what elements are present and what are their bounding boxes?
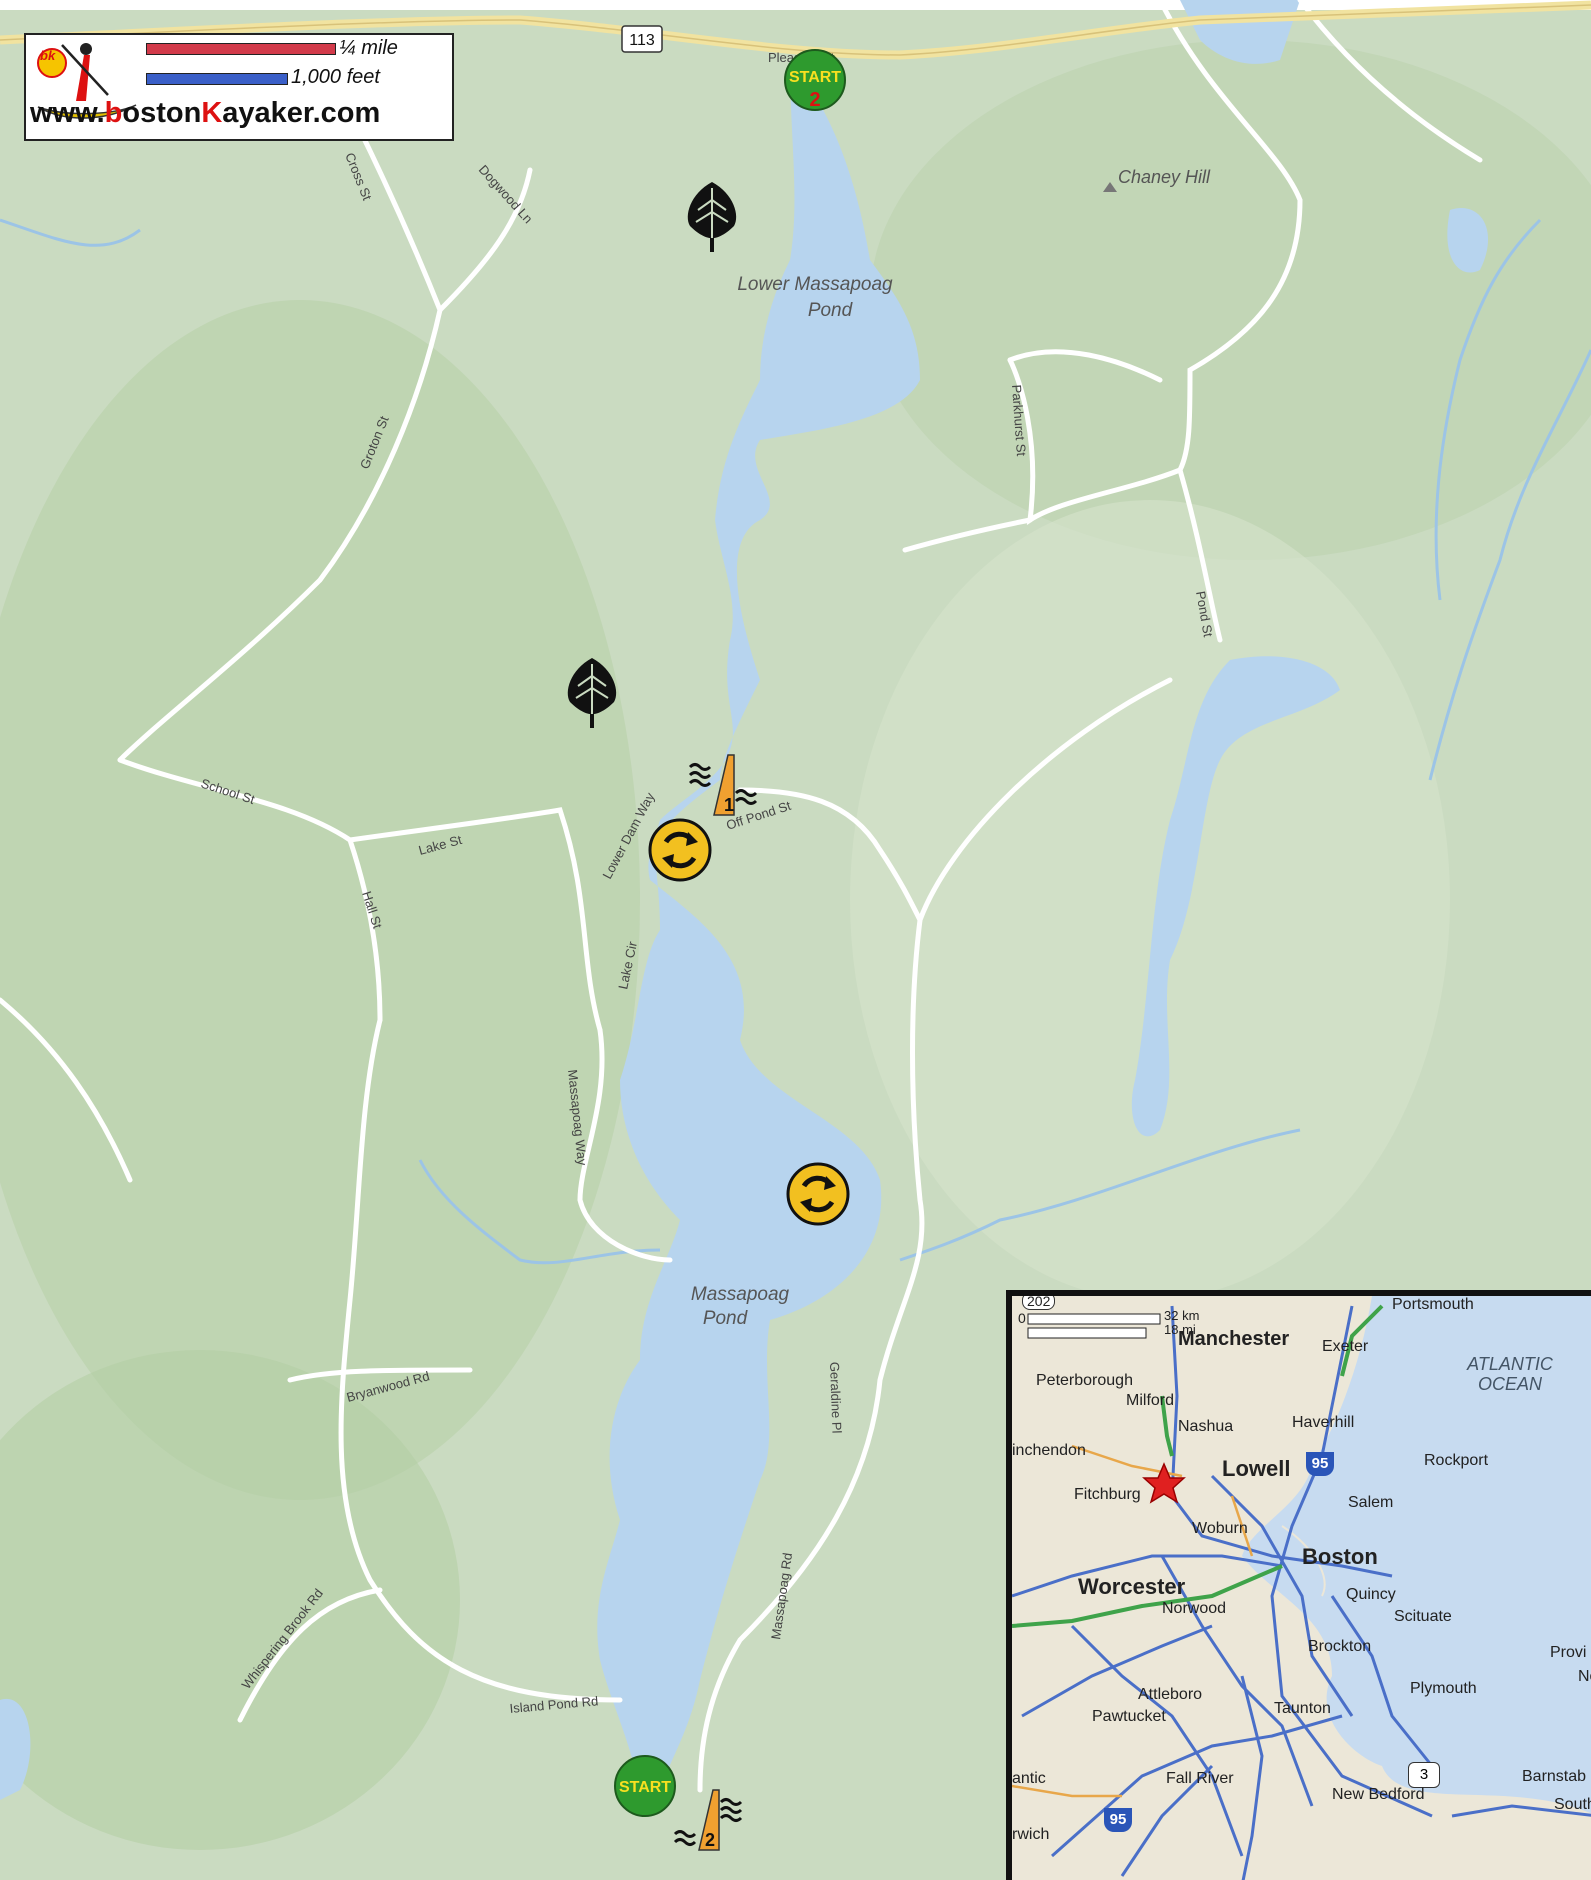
inset-city-exeter: Exeter: [1322, 1338, 1369, 1355]
inset-map[interactable]: 0 32 km 18 mi 202 Portsmouth Manchester …: [1006, 1290, 1591, 1880]
inset-city-worcester: Worcester: [1078, 1574, 1186, 1599]
road-label-parkhurst: Parkhurst St: [1009, 384, 1029, 457]
inset-city-woburn: Woburn: [1192, 1520, 1248, 1537]
inset-city-milford: Milford: [1126, 1392, 1175, 1409]
inset-city-antic: antic: [1012, 1770, 1046, 1787]
inset-city-lowell: Lowell: [1222, 1456, 1291, 1481]
inset-city-boston: Boston: [1302, 1544, 1378, 1569]
inset-city-peterborough: Peterborough: [1036, 1372, 1133, 1389]
inset-city-quincy: Quincy: [1346, 1586, 1396, 1603]
logo-text: bk: [40, 48, 56, 63]
inset-ocean-label: ATLANTIC OCEAN: [1467, 1354, 1553, 1394]
inset-city-no: No: [1578, 1668, 1591, 1685]
inset-city-fall-river: Fall River: [1166, 1770, 1234, 1787]
tree-icon[interactable]: [687, 182, 737, 252]
svg-text:START: START: [789, 69, 841, 86]
inset-city-norwood: Norwood: [1162, 1600, 1227, 1617]
inset-city-haverhill: Haverhill: [1292, 1414, 1355, 1431]
svg-text:113: 113: [629, 32, 655, 49]
inset-scale-zero: 0: [1018, 1310, 1026, 1326]
inset-city-pawtucket: Pawtucket: [1092, 1708, 1166, 1725]
rotation-icon[interactable]: [648, 818, 712, 882]
inset-city-fitchburg: Fitchburg: [1074, 1486, 1141, 1503]
hill-label: Chaney Hill: [1118, 167, 1211, 187]
inset-city-nashua: Nashua: [1178, 1418, 1234, 1435]
inset-route-95-top: 95: [1306, 1452, 1334, 1476]
rotation-icon[interactable]: [786, 1162, 850, 1226]
inset-city-winchendon: inchendon: [1012, 1442, 1086, 1459]
scale-bar-mile: [146, 43, 336, 55]
kayaker-logo: [37, 43, 137, 119]
inset-city-scituate: Scituate: [1394, 1608, 1452, 1625]
svg-text:2: 2: [809, 89, 820, 111]
inset-route-95-bottom: 95: [1104, 1808, 1132, 1832]
svg-text:1: 1: [724, 795, 734, 815]
inset-city-portsmouth: Portsmouth: [1392, 1296, 1474, 1313]
scale-label-feet: 1,000 feet: [291, 66, 380, 88]
scale-legend: bk ¼ mile 1,000 feet www.bostonKayaker.c…: [24, 33, 454, 141]
start-marker-2[interactable]: START 2: [784, 49, 846, 111]
inset-city-rockport: Rockport: [1424, 1452, 1489, 1469]
streams: [0, 218, 1591, 1265]
inset-city-salem: Salem: [1348, 1494, 1394, 1511]
scale-bar-feet: [146, 73, 288, 85]
water-label-massapoag: Massapoag: [691, 1284, 790, 1305]
inset-city-attleboro: Attleboro: [1138, 1686, 1203, 1703]
inset-scale-km: 32 km: [1164, 1308, 1200, 1323]
location-star-icon: [1142, 1462, 1186, 1504]
tree-icon[interactable]: [567, 658, 617, 728]
inset-city-taunton: Taunton: [1274, 1700, 1331, 1717]
inset-city-south: South: [1554, 1796, 1591, 1813]
inset-canvas: [1012, 1296, 1591, 1880]
inset-city-plymouth: Plymouth: [1410, 1680, 1477, 1697]
svg-text:START: START: [619, 1779, 671, 1796]
peak-icon: [1103, 182, 1117, 192]
inset-city-barnstable: Barnstab: [1522, 1768, 1587, 1785]
inset-city-manchester: Manchester: [1178, 1328, 1290, 1350]
website-url[interactable]: www.bostonKayaker.com: [30, 97, 381, 129]
start-marker-1[interactable]: START: [614, 1755, 676, 1817]
water-label-lower-pond: Pond: [808, 300, 854, 321]
inset-route-202: 202: [1022, 1296, 1056, 1310]
route-113-shield: 113: [621, 25, 663, 53]
inset-city-rwich: rwich: [1012, 1826, 1050, 1843]
inset-scale: [1027, 1313, 1161, 1339]
roads: [0, 0, 1483, 1793]
road-label-geraldine: Geraldine Pl: [827, 1362, 844, 1434]
water-label-pond: Pond: [703, 1308, 749, 1329]
dam-icon[interactable]: 1: [688, 754, 758, 816]
inset-route-3: 3: [1408, 1762, 1440, 1788]
svg-text:2: 2: [705, 1830, 715, 1850]
water-label-lower-massapoag: Lower Massapoag: [737, 274, 893, 295]
dam-icon[interactable]: 2: [673, 1789, 743, 1851]
inset-city-brockton: Brockton: [1308, 1638, 1372, 1655]
inset-scale-mi: 18 mi: [1164, 1322, 1196, 1337]
inset-city-providence: Provi: [1550, 1644, 1587, 1661]
scale-label-mile: ¼ mile: [339, 37, 398, 59]
inset-city-new-bedford: New Bedford: [1332, 1786, 1425, 1803]
